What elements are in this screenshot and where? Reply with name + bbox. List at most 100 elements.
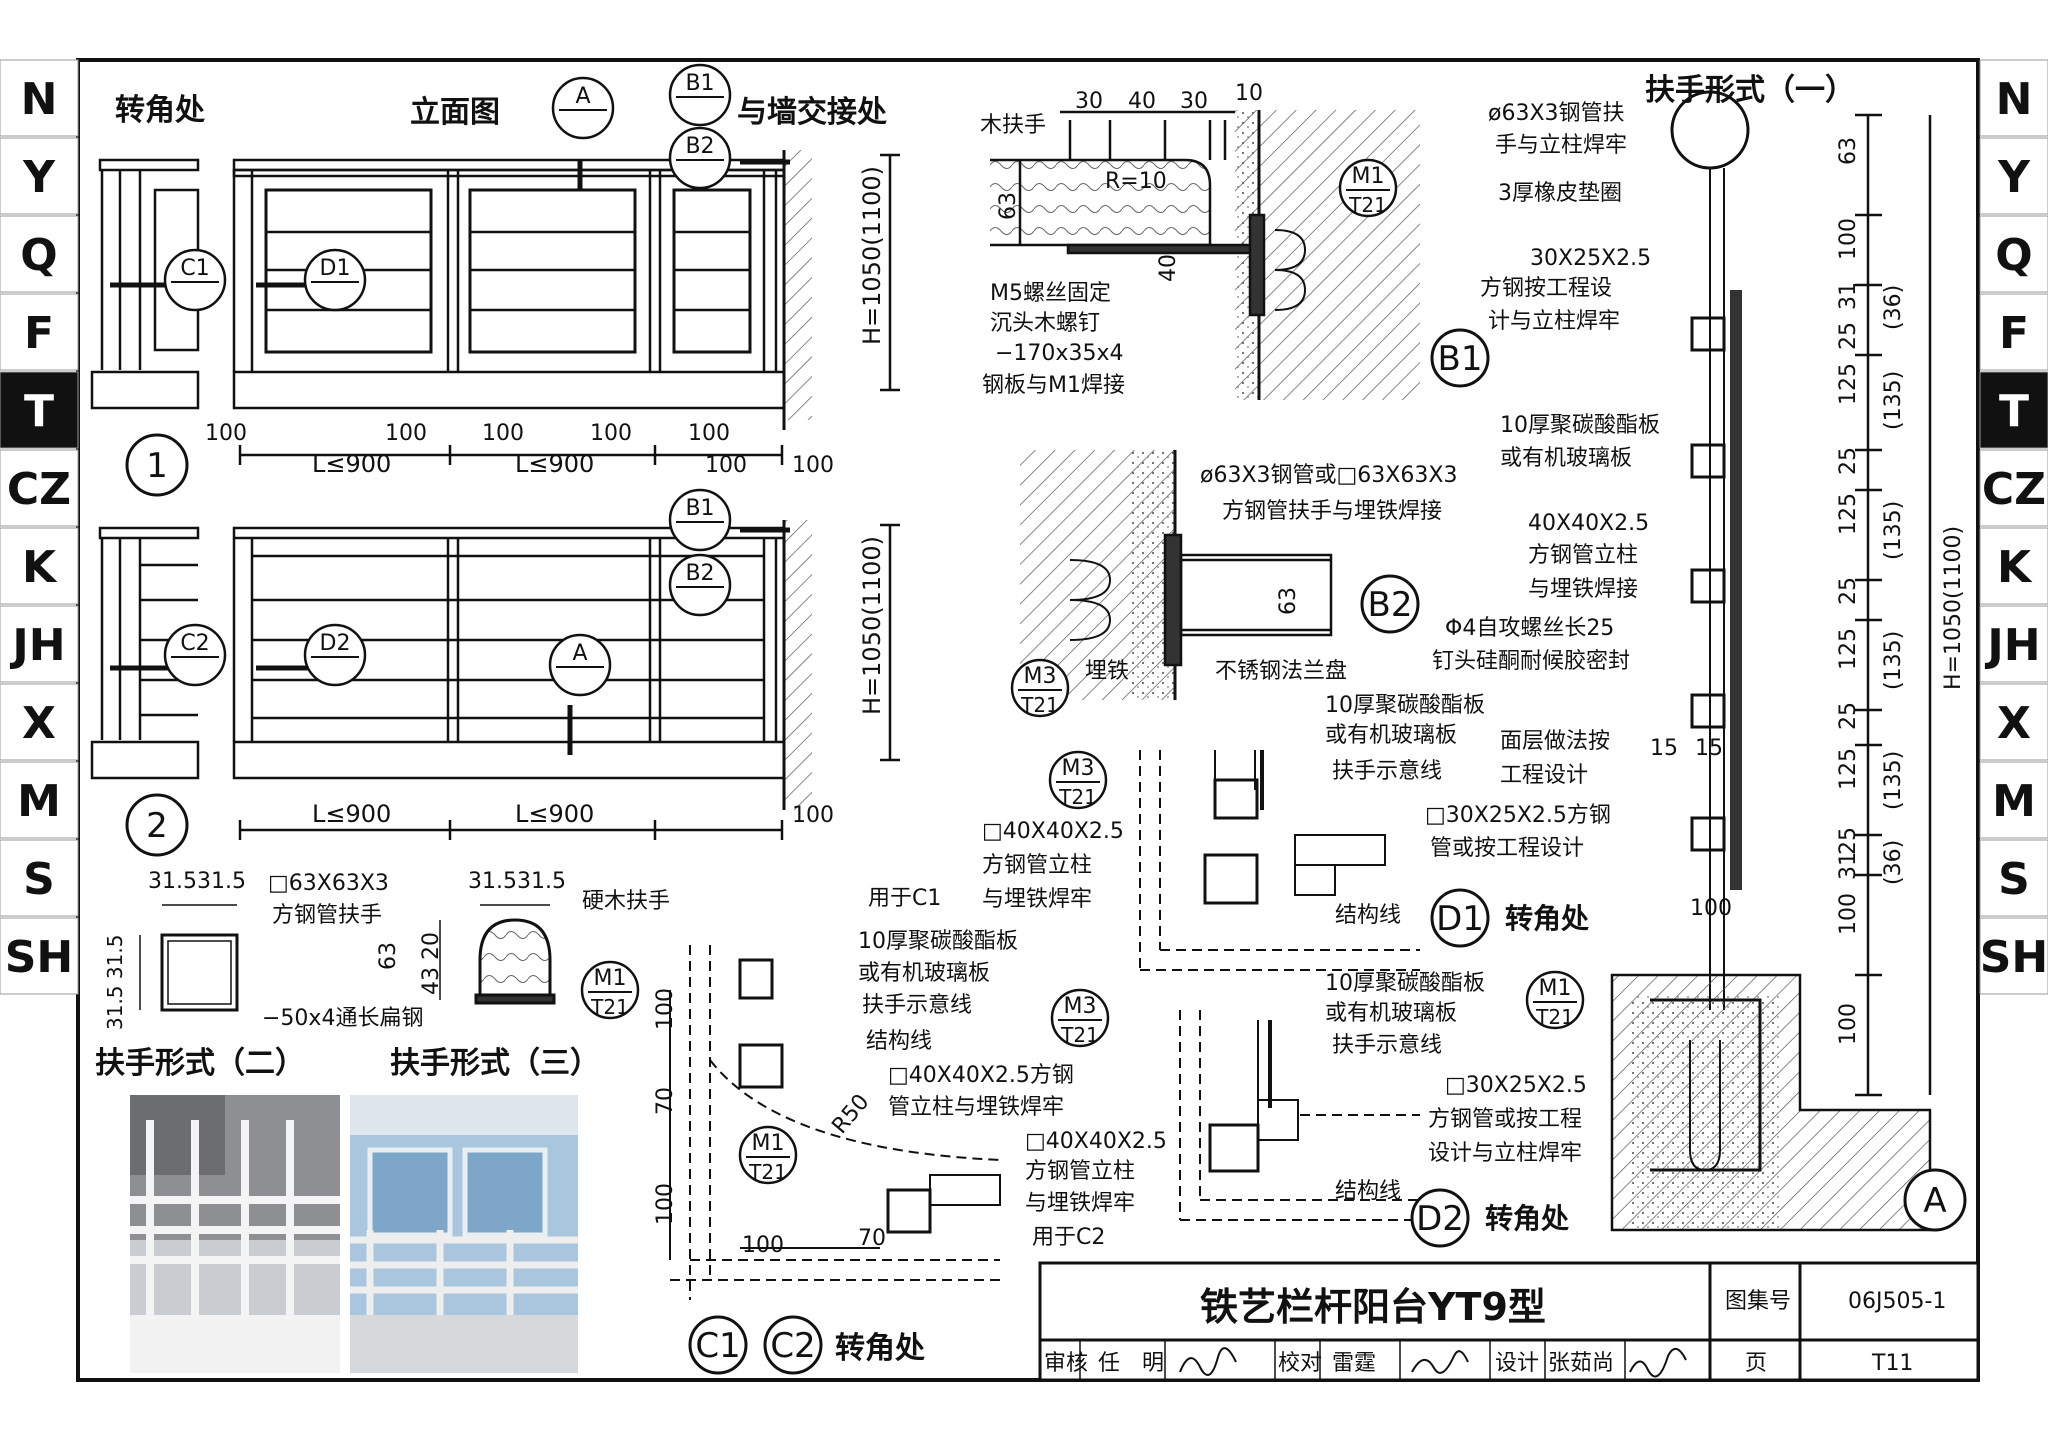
title-block-reviewer: 任 明	[1098, 1351, 1164, 1376]
dims-d100: 100	[385, 421, 427, 446]
tab-right-s[interactable]: S	[1998, 854, 2030, 905]
tab-left-q[interactable]: Q	[20, 230, 57, 281]
notes-t1-surf2: 工程设计	[1500, 763, 1588, 788]
dims-d100: 100	[205, 421, 247, 446]
tab-right-q-box[interactable]	[1979, 215, 2048, 293]
dims-d70: 70	[653, 1087, 678, 1115]
tab-left-k-box[interactable]	[0, 527, 79, 605]
notes-d2-post2: 方钢管立柱	[1025, 1159, 1135, 1184]
dims-h1050: H=1050(1100)	[858, 536, 886, 715]
detail-tag-label: D2	[1416, 1199, 1464, 1239]
tab-left-y[interactable]: Y	[22, 152, 56, 203]
marker-b2: B2	[668, 126, 732, 190]
title-block-atlas-no: 06J505-1	[1848, 1289, 1946, 1314]
tab-left-cz[interactable]: CZ	[7, 464, 71, 515]
tab-left-q-box[interactable]	[0, 215, 79, 293]
notes-t1-pc1: 10厚聚碳酸酯板	[1500, 413, 1660, 438]
dims-d125: 125	[1836, 628, 1861, 670]
marker-label: A	[572, 641, 587, 666]
tab-left-t[interactable]: T	[24, 386, 54, 437]
tab-right-x-box[interactable]	[1979, 683, 2048, 761]
dims-d30: 30	[1180, 89, 1208, 114]
detail-tag-label: A	[1923, 1181, 1946, 1221]
tab-left-sh[interactable]: SH	[5, 932, 74, 983]
tab-right-sh[interactable]: SH	[1980, 932, 2048, 983]
tab-right-f-box[interactable]	[1979, 293, 2048, 371]
detail-tag-2: 2	[125, 793, 189, 857]
dims-d36: (36)	[1881, 285, 1906, 330]
tab-right-m-box[interactable]	[1979, 761, 2048, 839]
notes-d2-pc2: 或有机玻璃板	[1325, 1001, 1457, 1026]
detail-tag-c2: C2	[763, 1315, 823, 1375]
dims-d100: 100	[1836, 218, 1861, 260]
tab-left-m-box[interactable]	[0, 761, 79, 839]
notes-b2-embed: 埋铁	[1085, 659, 1129, 684]
tab-left-m[interactable]: M	[17, 776, 61, 827]
dims-d135: (135)	[1881, 371, 1906, 430]
dims-d135: (135)	[1881, 501, 1906, 560]
dims-d125: 125	[1836, 363, 1861, 405]
tab-right-jh-box[interactable]	[1979, 605, 2048, 683]
tab-left-sh-box[interactable]	[0, 917, 79, 995]
tab-left-t-box[interactable]	[0, 371, 79, 449]
tab-left-x[interactable]: X	[22, 698, 56, 749]
dims-d100: 100	[1836, 893, 1861, 935]
notes-d1-post1: □40X40X2.5	[982, 819, 1124, 844]
title-block-atlas-label: 图集号	[1725, 1289, 1791, 1314]
notes-d2-post3: 与埋铁焊牢	[1025, 1191, 1135, 1216]
tab-right-cz-box[interactable]	[1979, 449, 2048, 527]
tab-right-sh-box[interactable]	[1979, 917, 2048, 995]
tab-right-x[interactable]: X	[1997, 698, 2031, 749]
dims-d31: 31	[1836, 282, 1861, 310]
marker-c2: C2	[163, 623, 227, 687]
tab-right-s-box[interactable]	[1979, 839, 2048, 917]
tab-left-k[interactable]: K	[22, 542, 58, 593]
tab-right-y-box[interactable]	[1979, 137, 2048, 215]
tab-left-y-box[interactable]	[0, 137, 79, 215]
dims-d100: 100	[1836, 1003, 1861, 1045]
notes-b1-weld: 钢板与M1焊接	[982, 373, 1125, 398]
marker-label: B1	[685, 496, 714, 521]
dims-d25: 25	[1836, 827, 1861, 855]
marker-label: M1	[594, 966, 627, 991]
tab-right-n-box[interactable]	[1979, 59, 2048, 137]
elevation-1	[90, 150, 900, 465]
tab-right-n[interactable]: N	[1996, 74, 2033, 125]
detail-tag-label: C2	[770, 1326, 815, 1366]
notes-d2-sq1: □30X25X2.5	[1445, 1073, 1587, 1098]
tab-left-n[interactable]: N	[21, 74, 58, 125]
dims-d40: 40	[1128, 89, 1156, 114]
dims-d15: 15	[1650, 736, 1678, 761]
tab-left-x-box[interactable]	[0, 683, 79, 761]
tab-left-f[interactable]: F	[24, 308, 54, 359]
labels-d1-corner: 转角处	[1505, 902, 1589, 935]
tab-left-s[interactable]: S	[23, 854, 55, 905]
tab-left-jh[interactable]: JH	[9, 620, 65, 671]
dims-d25: 25	[1836, 577, 1861, 605]
tab-right-k-box[interactable]	[1979, 527, 2048, 605]
dims-r10: R=10	[1105, 169, 1167, 194]
tab-right-jh[interactable]: JH	[1984, 620, 2040, 671]
dims-d100: 100	[792, 803, 834, 828]
tab-right-k[interactable]: K	[1997, 542, 2033, 593]
tab-right-t[interactable]: T	[1999, 386, 2029, 437]
tab-right-t-box[interactable]	[1979, 371, 2048, 449]
dims-d4320: 43 20	[419, 932, 444, 995]
tab-right-cz[interactable]: CZ	[1982, 464, 2046, 515]
tab-left-jh-box[interactable]	[0, 605, 79, 683]
tab-left-n-box[interactable]	[0, 59, 79, 137]
tab-right-f[interactable]: F	[1999, 308, 2029, 359]
dims-d36: (36)	[1881, 840, 1906, 885]
tab-right-y[interactable]: Y	[1997, 152, 2031, 203]
tab-left-s-box[interactable]	[0, 839, 79, 917]
tab-left-f-box[interactable]	[0, 293, 79, 371]
dims-d135: (135)	[1881, 751, 1906, 810]
tab-right-m[interactable]: M	[1992, 776, 2036, 827]
tab-right-q[interactable]: Q	[1995, 230, 2032, 281]
tab-left-cz-box[interactable]	[0, 449, 79, 527]
notes-d1-sq2: 管或按工程设计	[1430, 836, 1584, 861]
